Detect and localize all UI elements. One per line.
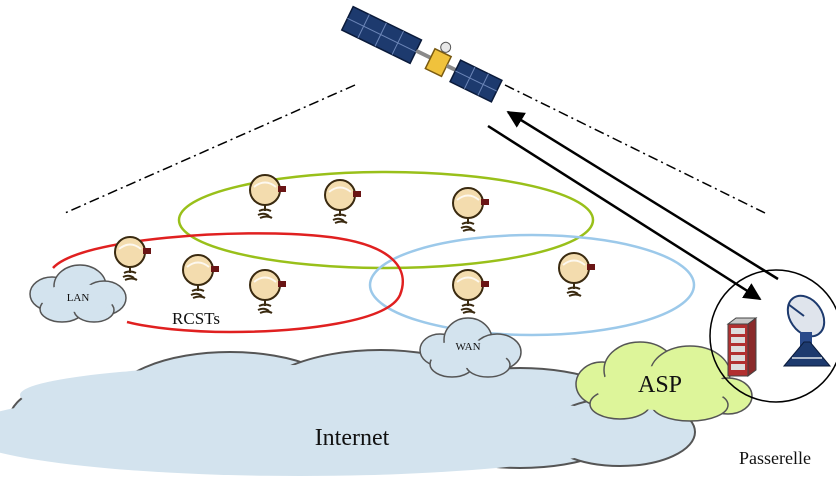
lan-label: LAN — [67, 292, 90, 304]
server-rack-icon — [726, 317, 758, 377]
gateway-label: Passerelle — [739, 448, 811, 468]
asp-label: ASP — [638, 372, 682, 398]
wan-label: WAN — [455, 341, 480, 353]
coverage-line-left — [64, 84, 356, 214]
gateway-circle — [709, 269, 836, 403]
satellite-dish-icon — [782, 294, 832, 367]
coverage-line-right — [504, 84, 766, 214]
satellite-icon — [340, 5, 503, 103]
rcsts-label: RCSTs — [172, 309, 220, 328]
green-group-ellipse — [177, 170, 595, 270]
blue-group-ellipse — [368, 233, 696, 337]
satellite-terminal-icon — [114, 236, 152, 281]
internet-cloud — [0, 349, 696, 476]
satellite-terminal-icon — [558, 252, 596, 297]
red-group-ellipse — [52, 232, 405, 334]
downlink-arrow — [487, 124, 762, 301]
satellite-terminal-icon — [324, 179, 362, 224]
satellite-terminal-icon — [249, 269, 287, 314]
asp-cloud — [575, 341, 753, 422]
satellite-terminal-icon — [452, 187, 490, 232]
wan-cloud — [419, 317, 522, 378]
satellite-terminal-icon — [182, 254, 220, 299]
internet-label: Internet — [315, 425, 390, 451]
lan-cloud — [29, 264, 127, 323]
satellite-terminal-icon — [249, 174, 287, 219]
uplink-arrow — [506, 110, 779, 281]
satellite-terminal-icon — [452, 269, 490, 314]
